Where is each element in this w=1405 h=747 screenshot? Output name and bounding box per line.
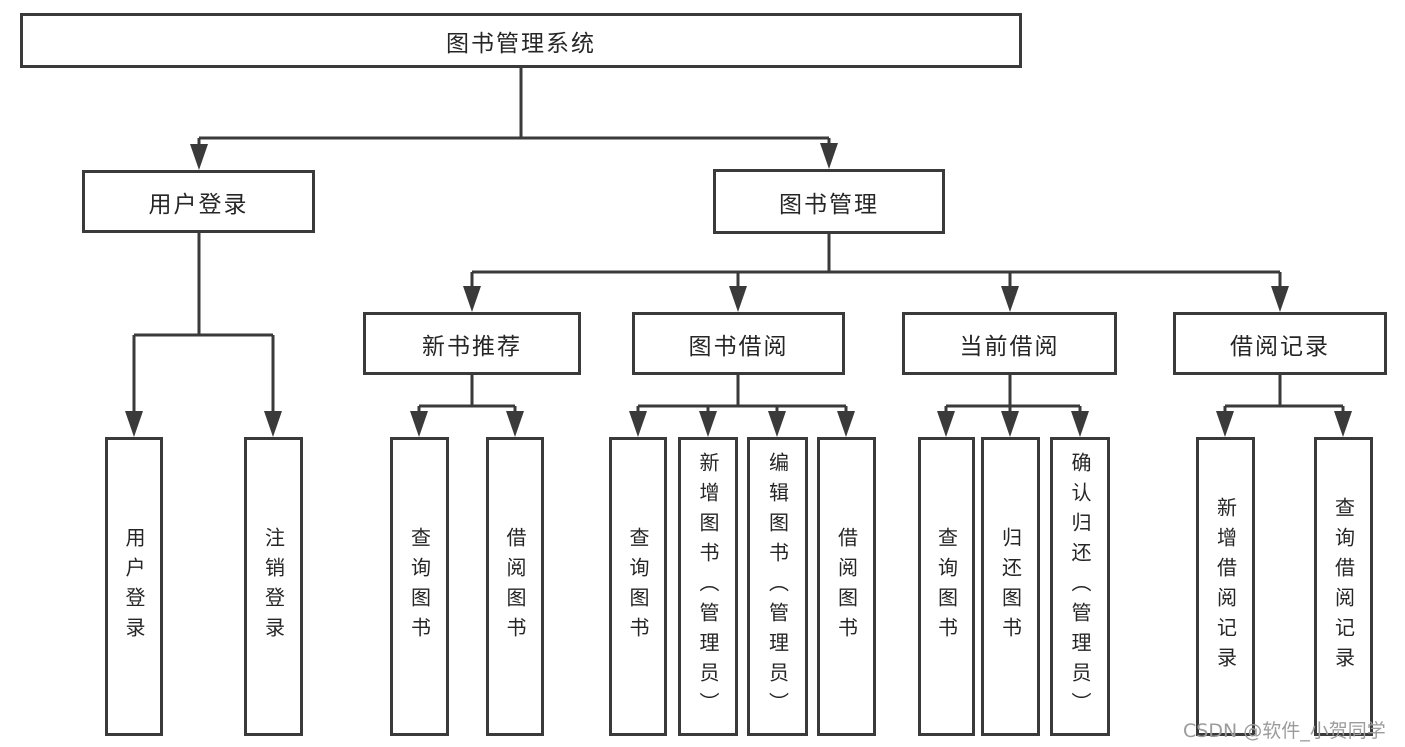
node-leaf-record-add: 新增借阅记录	[1196, 437, 1255, 736]
node-label: 新书推荐	[422, 333, 522, 360]
node-label: 编辑图书（管理员）	[765, 451, 790, 722]
node-current-borrow: 当前借阅	[902, 312, 1117, 375]
arrow-head	[264, 411, 282, 437]
arrow-head	[410, 411, 428, 437]
node-label: 确认归还（管理员）	[1068, 451, 1092, 722]
arrow-head	[1001, 411, 1019, 437]
node-label: 当前借阅	[959, 333, 1060, 360]
node-leaf-current-confirm-admin: 确认归还（管理员）	[1050, 437, 1110, 736]
node-leaf-borrow-book: 借阅图书	[817, 437, 876, 736]
arrow-head	[629, 411, 647, 437]
arrow-head	[820, 143, 838, 169]
node-label: 注销登录	[261, 526, 286, 647]
csdn-watermark: CSDN @软件_小贺同学	[1183, 720, 1386, 742]
arrow-head	[1216, 411, 1234, 437]
node-book-management: 图书管理	[713, 169, 945, 234]
node-leaf-user-login: 用户登录	[105, 437, 163, 736]
node-borrow-record: 借阅记录	[1173, 312, 1387, 375]
node-label: 查询图书	[626, 526, 650, 647]
node-label: 用户登录	[122, 526, 146, 647]
connector-borrow-record	[1216, 375, 1352, 437]
connector-root	[190, 68, 838, 170]
node-label: 图书管理系统	[446, 30, 596, 57]
arrow-head	[1334, 411, 1352, 437]
node-label: 查询借阅记录	[1331, 496, 1356, 677]
node-leaf-current-query: 查询图书	[918, 437, 975, 736]
arrow-head	[1001, 286, 1019, 312]
arrow-head	[506, 411, 524, 437]
node-leaf-record-query: 查询借阅记录	[1314, 437, 1373, 736]
arrow-head	[190, 144, 208, 170]
arrow-head	[1071, 411, 1089, 437]
arrow-head	[463, 286, 481, 312]
arrow-head	[1271, 286, 1289, 312]
node-label: 图书管理	[779, 191, 879, 218]
node-label: 借阅记录	[1230, 333, 1330, 360]
node-leaf-newbook-query: 查询图书	[390, 437, 449, 736]
node-leaf-current-return: 归还图书	[981, 437, 1040, 736]
node-leaf-newbook-borrow: 借阅图书	[486, 437, 544, 736]
node-label: 借阅图书	[834, 526, 859, 647]
node-label: 用户登录	[148, 191, 249, 218]
node-user-login: 用户登录	[82, 170, 315, 233]
node-leaf-borrow-edit-admin: 编辑图书（管理员）	[747, 437, 808, 736]
node-label: 图书借阅	[688, 333, 789, 360]
node-label: 查询图书	[934, 526, 959, 647]
node-leaf-borrow-query: 查询图书	[609, 437, 667, 736]
node-library-system: 图书管理系统	[20, 13, 1022, 68]
arrow-head	[768, 411, 786, 437]
node-label: 借阅图书	[503, 526, 527, 647]
node-label: 新增借阅记录	[1213, 496, 1238, 677]
node-label: 归还图书	[998, 526, 1023, 647]
node-label: 查询图书	[407, 526, 432, 647]
arrow-head	[729, 286, 747, 312]
node-label: 新增图书（管理员）	[696, 451, 720, 722]
connector-book-borrow	[629, 375, 855, 437]
node-new-book-recommend: 新书推荐	[363, 312, 581, 375]
connector-current-borrow	[937, 375, 1089, 437]
arrow-head	[937, 411, 955, 437]
node-leaf-borrow-add-admin: 新增图书（管理员）	[678, 437, 738, 736]
arrow-head	[699, 411, 717, 437]
arrow-head	[125, 411, 143, 437]
arrow-head	[837, 411, 855, 437]
connector-user-login	[125, 233, 282, 437]
node-book-borrow: 图书借阅	[632, 312, 845, 375]
node-leaf-logout: 注销登录	[244, 437, 303, 736]
connector-book-management	[463, 234, 1289, 312]
connector-new-book-recommend	[410, 375, 524, 437]
